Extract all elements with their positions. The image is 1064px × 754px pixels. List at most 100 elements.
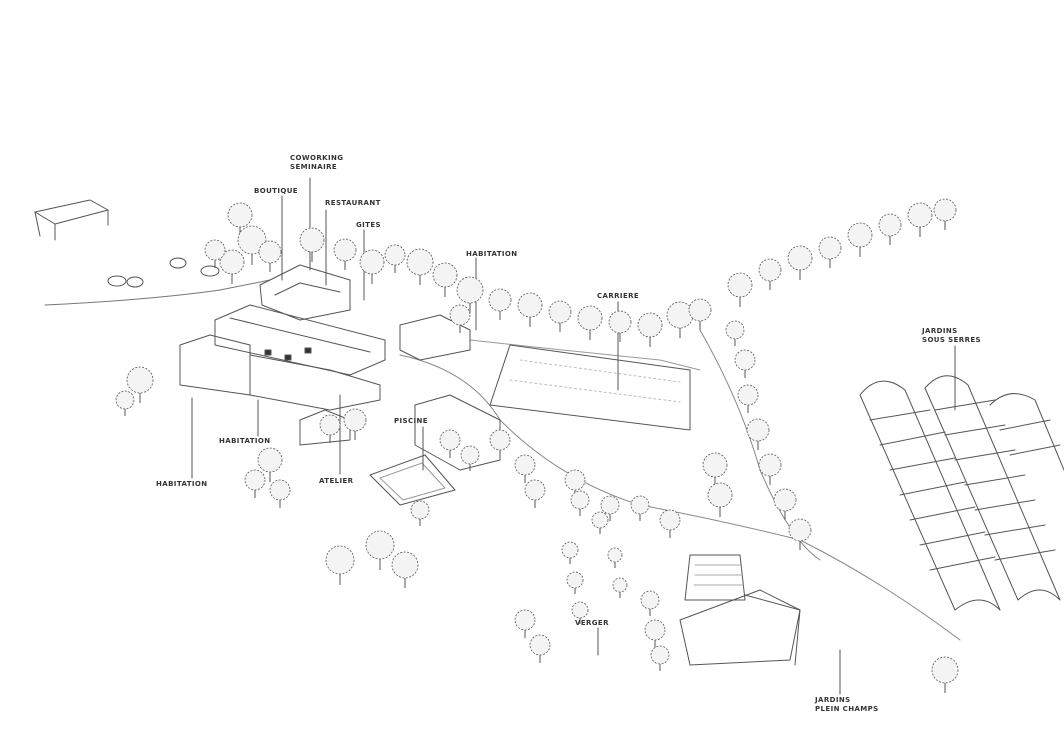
- tree: [608, 310, 632, 342]
- tree: [907, 202, 933, 237]
- tree: [432, 262, 458, 297]
- coworking-seminaire-label: COWORKING SEMINAIRE: [290, 154, 343, 172]
- tree: [410, 500, 430, 526]
- tree: [333, 238, 357, 270]
- tree: [365, 530, 395, 570]
- jardins-plein-champs-line2: PLEIN CHAMPS: [815, 705, 879, 713]
- tree: [788, 518, 812, 550]
- carriere-label: CARRIERE: [597, 292, 640, 300]
- tree: [439, 429, 461, 458]
- tree: [227, 202, 253, 237]
- plein-champs-fields: [679, 554, 801, 666]
- tree: [488, 288, 512, 320]
- shed-building: [34, 199, 109, 241]
- boutique-label: BOUTIQUE: [254, 187, 298, 195]
- jardins-plein-champs-label: JARDINS PLEIN CHAMPS: [815, 696, 879, 714]
- tree: [734, 349, 756, 378]
- tree: [659, 509, 681, 538]
- tree: [517, 292, 543, 327]
- tree: [529, 634, 551, 663]
- tree: [612, 577, 628, 598]
- jardins-plein-champs-line1: JARDINS: [815, 696, 851, 704]
- tree: [237, 225, 267, 265]
- tree: [299, 227, 325, 262]
- tree: [269, 479, 291, 508]
- tree: [325, 545, 355, 585]
- tree: [607, 547, 623, 568]
- tree: [702, 452, 728, 487]
- tree: [384, 244, 406, 273]
- tree: [707, 482, 733, 517]
- tree: [847, 222, 873, 257]
- piscine-area: [369, 394, 501, 506]
- atelier-label: ATELIER: [319, 477, 354, 485]
- tree: [460, 445, 480, 471]
- tree: [406, 248, 434, 285]
- tree: [126, 366, 154, 403]
- tree: [571, 601, 589, 624]
- tree: [746, 418, 770, 450]
- tree: [115, 390, 135, 416]
- tree: [737, 384, 759, 413]
- tree: [725, 320, 745, 346]
- tree: [931, 656, 959, 693]
- tree: [244, 469, 266, 498]
- tree: [773, 488, 797, 520]
- tree: [787, 245, 813, 280]
- jardins-sous-serres-label: JARDINS SOUS SERRES: [922, 327, 981, 345]
- habitation-west-label: HABITATION: [156, 480, 208, 488]
- carriere-arena: [489, 344, 691, 431]
- tree: [258, 240, 282, 272]
- tree: [219, 249, 245, 284]
- tree: [456, 276, 484, 313]
- tree: [644, 619, 666, 648]
- habitation-mid-label: HABITATION: [219, 437, 271, 445]
- tree: [577, 305, 603, 340]
- tree: [591, 511, 609, 534]
- tree: [561, 541, 579, 564]
- tree: [727, 272, 753, 307]
- tree: [758, 453, 782, 485]
- coworking-label-line1: COWORKING: [290, 154, 344, 162]
- parked-cars: [107, 257, 220, 288]
- gites-label: GITES: [356, 221, 381, 229]
- tree: [257, 447, 283, 482]
- tree: [359, 249, 385, 284]
- tree: [637, 312, 663, 347]
- tree: [319, 414, 341, 443]
- tree: [933, 198, 957, 230]
- trees: [115, 198, 959, 693]
- tree: [524, 479, 546, 508]
- tree: [758, 258, 782, 290]
- piscine-label: PISCINE: [394, 417, 428, 425]
- tree: [600, 495, 620, 521]
- tree: [514, 454, 536, 483]
- coworking-label-line2: SEMINAIRE: [290, 163, 338, 171]
- restaurant-label: RESTAURANT: [325, 199, 381, 207]
- jardins-sous-serres-line1: JARDINS: [922, 327, 958, 335]
- tree: [818, 236, 842, 268]
- label-leaders: [191, 177, 956, 695]
- tree: [650, 645, 670, 671]
- tree: [566, 571, 584, 594]
- tree: [391, 551, 419, 588]
- tree: [548, 300, 572, 332]
- greenhouses: [859, 375, 1064, 611]
- tree: [204, 239, 226, 268]
- habitation-north-label: HABITATION: [466, 250, 518, 258]
- road-path: [399, 354, 961, 641]
- tree: [640, 590, 660, 616]
- tree: [570, 490, 590, 516]
- tree: [630, 495, 650, 521]
- tree: [489, 429, 511, 458]
- jardins-sous-serres-line2: SOUS SERRES: [922, 336, 981, 344]
- tree: [449, 304, 471, 333]
- tree: [878, 213, 902, 245]
- road-path: [44, 279, 271, 306]
- road-path: [469, 339, 701, 371]
- main-farm-buildings: [179, 264, 471, 411]
- tree: [688, 298, 712, 330]
- tree: [343, 408, 367, 440]
